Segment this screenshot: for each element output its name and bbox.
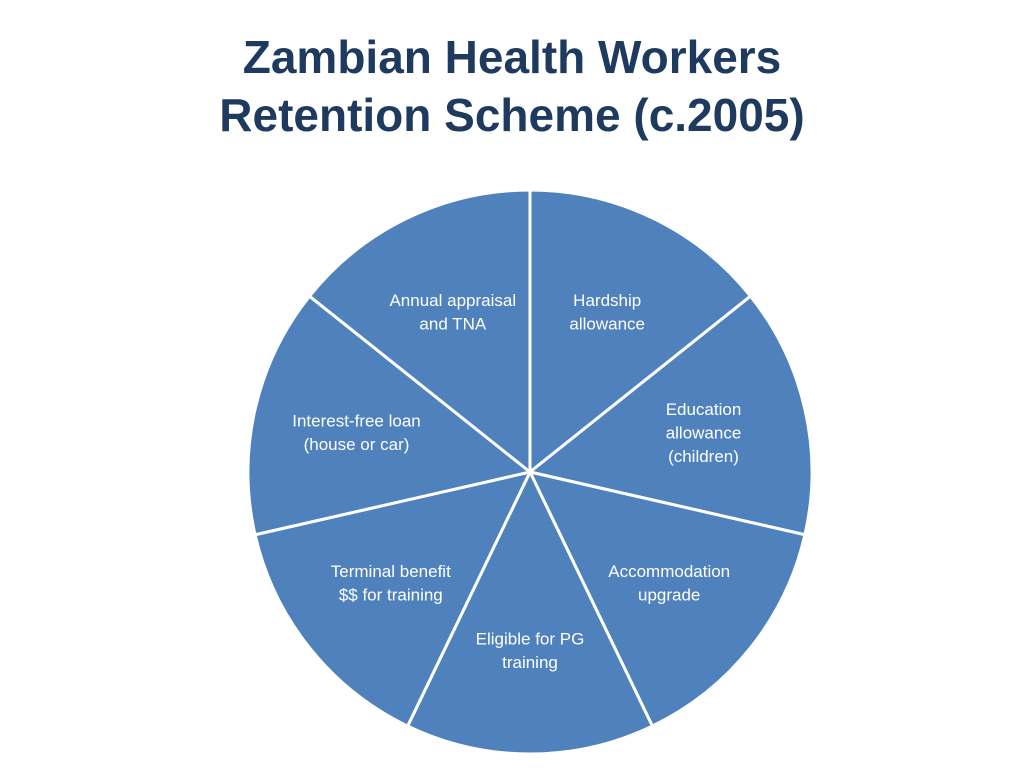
- pie-segment-3: [528, 470, 807, 728]
- pie-segment-label-line: Interest-free loan: [292, 412, 421, 431]
- slide-title: Zambian Health Workers Retention Scheme …: [112, 28, 912, 144]
- pie-segment-label-line: training: [502, 653, 558, 672]
- pie-segment-label-line: allowance: [666, 423, 742, 442]
- pie-segments: [246, 188, 814, 756]
- pie-segment-label-line: and TNA: [419, 314, 486, 333]
- pie-segment-label-4: Eligible for PG training: [476, 629, 585, 672]
- pie-segment-1: [528, 188, 752, 474]
- pie-segment-4: [406, 470, 654, 756]
- pie-segment-label-line: Education: [666, 400, 742, 419]
- pie-segment-7: [308, 188, 532, 474]
- pie-segment-label-line: Hardship: [573, 291, 641, 310]
- pie-segment-6: [246, 294, 532, 537]
- pie-segment-5: [253, 470, 532, 728]
- pie-segment-label-line: Eligible for PG: [476, 629, 585, 648]
- pie-segment-label-2: Education allowance (children): [666, 400, 742, 466]
- pie-segment-label-7: Annual appraisal and TNA: [389, 291, 516, 334]
- pie-segment-label-5: Terminal benefit $$ for training: [331, 562, 451, 605]
- pie-segment-label-line: Annual appraisal: [389, 291, 516, 310]
- pie-segment-label-line: (house or car): [304, 435, 410, 454]
- pie-segment-label-1: Hardship allowance: [569, 291, 645, 334]
- pie-segment-label-line: Accommodation: [608, 562, 730, 581]
- pie-segment-label-line: $$ for training: [339, 586, 443, 605]
- slide-title-line-1: Zambian Health Workers: [242, 31, 782, 83]
- pie-segment-label-line: allowance: [569, 314, 645, 333]
- pie-segment-label-3: Accommodation upgrade: [608, 562, 730, 605]
- pie-segment-label-6: Interest-free loan (house or car): [292, 412, 421, 455]
- pie-segment-2: [528, 294, 814, 537]
- pie-segment-label-line: upgrade: [638, 586, 700, 605]
- pie-segment-label-line: Terminal benefit: [331, 562, 451, 581]
- pie-segment-label-line: (children): [668, 447, 739, 466]
- slide-title-line-2: Retention Scheme (c.2005): [219, 89, 805, 141]
